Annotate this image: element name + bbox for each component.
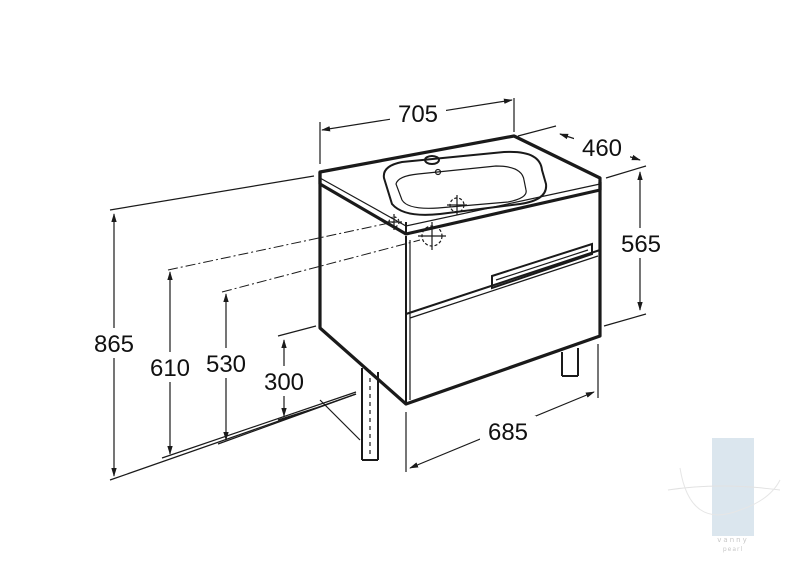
supply-crosshair [386, 214, 402, 230]
extension-lines [109, 98, 647, 481]
centerlines [167, 221, 421, 293]
drain-crosshair-top [447, 195, 467, 215]
watermark-swoosh [679, 467, 781, 516]
label-bg-300 [256, 366, 312, 396]
ext-610-bottom [161, 391, 357, 459]
label-bg-565 [614, 228, 668, 258]
dim-label-865: 865 [94, 331, 134, 358]
watermark: vanny pearl [667, 438, 781, 553]
dim-label-460: 460 [582, 135, 622, 162]
label-bg-865 [86, 328, 142, 358]
ext-565-bottom [603, 313, 647, 327]
countertop-edge [319, 177, 601, 227]
centerline-610 [167, 221, 395, 271]
watermark-arc [667, 485, 781, 491]
dim-label-565: 565 [621, 231, 661, 258]
label-bg-685 [480, 416, 536, 446]
dimension-labels: 705 460 565 865 610 530 300 685 [86, 98, 668, 446]
centerline-530 [221, 239, 421, 293]
ext-865-top [109, 175, 315, 211]
label-bg-530 [198, 348, 254, 378]
label-bg-460 [574, 132, 630, 162]
overflow-hole [434, 168, 442, 176]
basin-top [318, 134, 602, 236]
countertop-outline [318, 134, 602, 236]
dim-label-300: 300 [264, 369, 304, 396]
dim-label-610: 610 [150, 355, 190, 382]
watermark-text-2: pearl [723, 546, 743, 553]
ext-300-top [277, 325, 317, 337]
label-bg-610 [142, 352, 198, 382]
ext-300-bottom [277, 407, 317, 421]
ext-565-top [605, 165, 647, 179]
waste-crosshair [418, 222, 446, 250]
ext-530-bottom [217, 393, 357, 445]
basin-bowl-inner [395, 165, 527, 209]
legs [361, 348, 579, 461]
dim-label-705: 705 [398, 101, 438, 128]
drawer-handle [491, 242, 593, 290]
connection-symbols [386, 195, 467, 250]
basin-bowl [382, 150, 548, 216]
dim-label-685: 685 [488, 419, 528, 446]
drawer-divider [405, 249, 601, 315]
label-bg-705 [390, 98, 446, 128]
drawer-handle-inner [495, 249, 589, 281]
ext-floor-left [319, 399, 361, 441]
drawer-divider-shadow [409, 255, 599, 319]
leg-front-left [361, 368, 379, 461]
leg-front-right [561, 348, 579, 377]
dim-label-530: 530 [206, 351, 246, 378]
vanity-cabinet [318, 172, 602, 406]
tap-hole [424, 155, 440, 165]
ext-460-back [517, 125, 557, 137]
watermark-text-1: vanny [717, 536, 748, 544]
